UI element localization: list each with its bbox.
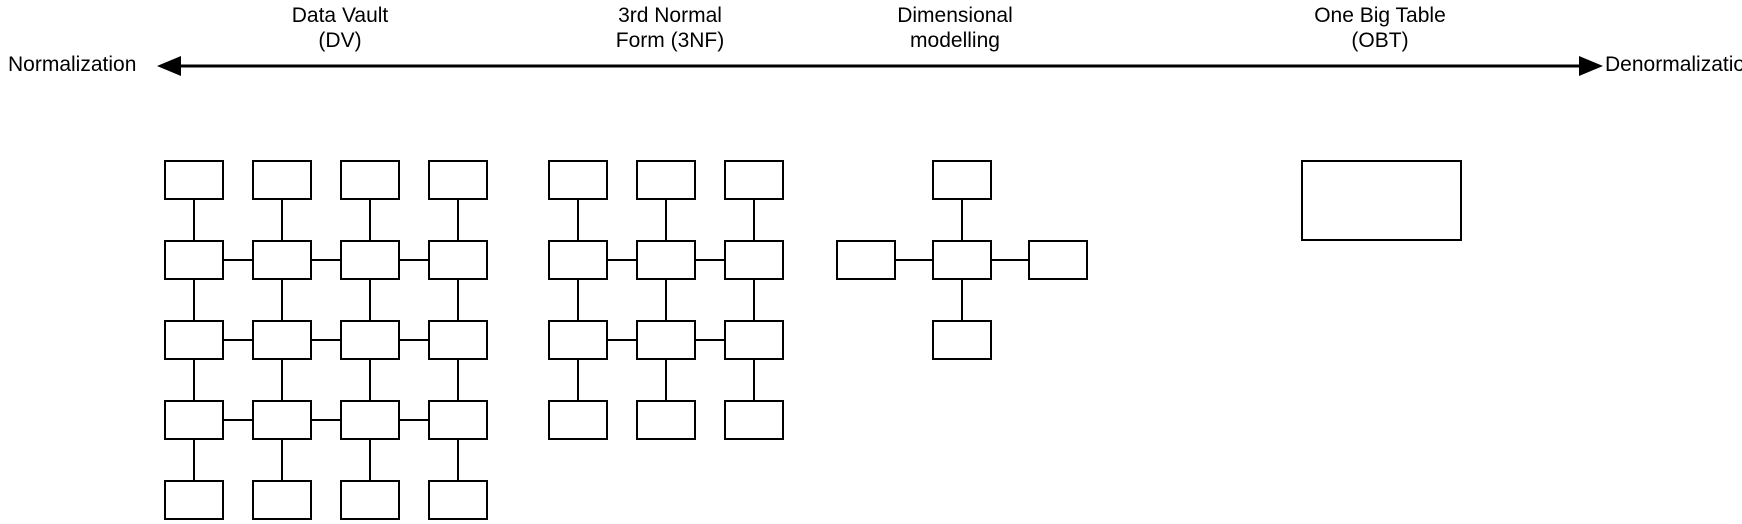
table-node[interactable]: [252, 480, 312, 520]
table-node[interactable]: [636, 160, 696, 200]
connector-vertical: [193, 280, 195, 320]
dimension-table-node[interactable]: [1028, 240, 1088, 280]
connector-horizontal: [400, 419, 428, 421]
stage-figure-third-normal-form: [548, 144, 800, 440]
stage-caption-line-1: Data Vault: [291, 4, 389, 27]
connector-horizontal: [224, 339, 252, 341]
table-node[interactable]: [636, 240, 696, 280]
connector-horizontal: [400, 339, 428, 341]
table-node[interactable]: [428, 240, 488, 280]
table-node[interactable]: [724, 240, 784, 280]
table-node[interactable]: [252, 320, 312, 360]
table-node[interactable]: [548, 400, 608, 440]
table-node[interactable]: [340, 320, 400, 360]
stage-caption-one-big-table: One Big Table (OBT): [1230, 3, 1530, 53]
connector-vertical: [665, 280, 667, 320]
connector-vertical: [457, 280, 459, 320]
dimension-table-node[interactable]: [836, 240, 896, 280]
connector-vertical: [753, 280, 755, 320]
table-node[interactable]: [548, 160, 608, 200]
table-node[interactable]: [252, 400, 312, 440]
table-node[interactable]: [636, 320, 696, 360]
stage-caption-line-1: One Big Table: [1314, 4, 1446, 27]
spectrum-double-arrow-icon: [155, 48, 1605, 84]
connector-horizontal: [224, 419, 252, 421]
table-node[interactable]: [636, 400, 696, 440]
stage-caption-line-2: (OBT): [1351, 29, 1409, 52]
connector-horizontal: [896, 259, 932, 261]
connector-vertical: [281, 200, 283, 240]
table-node[interactable]: [724, 320, 784, 360]
table-node[interactable]: [340, 400, 400, 440]
connector-vertical: [577, 200, 579, 240]
stage-figure-one-big-table: [1301, 144, 1471, 244]
dimension-table-node[interactable]: [932, 160, 992, 200]
stage-caption-line-1: Dimensional: [897, 4, 1013, 27]
connector-vertical: [369, 200, 371, 240]
connector-vertical: [281, 360, 283, 400]
table-node[interactable]: [252, 160, 312, 200]
connector-horizontal: [696, 259, 724, 261]
connector-horizontal: [312, 259, 340, 261]
connector-vertical: [281, 440, 283, 480]
connector-horizontal: [992, 259, 1028, 261]
table-node[interactable]: [428, 160, 488, 200]
table-node[interactable]: [252, 240, 312, 280]
axis-label-denormalization: Denormalization: [1605, 53, 1742, 76]
connector-vertical: [457, 440, 459, 480]
table-node[interactable]: [164, 320, 224, 360]
stage-caption-third-normal-form: 3rd Normal Form (3NF): [520, 3, 820, 53]
connector-vertical: [457, 360, 459, 400]
connector-vertical: [577, 280, 579, 320]
connector-vertical: [193, 440, 195, 480]
table-node[interactable]: [164, 400, 224, 440]
table-node[interactable]: [164, 160, 224, 200]
connector-vertical: [281, 280, 283, 320]
table-node[interactable]: [340, 240, 400, 280]
connector-vertical: [753, 200, 755, 240]
table-node[interactable]: [340, 480, 400, 520]
connector-horizontal: [696, 339, 724, 341]
stage-caption-dimensional-modelling: Dimensional modelling: [805, 3, 1105, 53]
connector-horizontal: [608, 339, 636, 341]
connector-horizontal: [312, 419, 340, 421]
connector-horizontal: [608, 259, 636, 261]
connector-vertical: [193, 200, 195, 240]
table-node[interactable]: [548, 320, 608, 360]
stage-caption-line-2: Form (3NF): [615, 29, 725, 52]
connector-vertical: [961, 280, 963, 320]
table-node[interactable]: [164, 480, 224, 520]
table-node[interactable]: [340, 160, 400, 200]
table-node[interactable]: [428, 320, 488, 360]
stage-figure-data-vault: [164, 144, 504, 524]
connector-vertical: [665, 360, 667, 400]
one-big-table-node[interactable]: [1301, 160, 1462, 241]
table-node[interactable]: [724, 400, 784, 440]
stage-caption-line-1: 3rd Normal: [618, 4, 722, 27]
stage-figure-dimensional-modelling: [836, 144, 1088, 360]
stage-caption-data-vault: Data Vault (DV): [190, 3, 490, 53]
table-node[interactable]: [548, 240, 608, 280]
connector-vertical: [369, 440, 371, 480]
table-node[interactable]: [724, 160, 784, 200]
table-node[interactable]: [164, 240, 224, 280]
stage-caption-line-2: (DV): [318, 29, 362, 52]
dimension-table-node[interactable]: [932, 320, 992, 360]
table-node[interactable]: [428, 480, 488, 520]
fact-table-node[interactable]: [932, 240, 992, 280]
connector-vertical: [961, 200, 963, 240]
connector-horizontal: [224, 259, 252, 261]
stage-caption-line-2: modelling: [910, 29, 1000, 52]
connector-vertical: [753, 360, 755, 400]
connector-vertical: [193, 360, 195, 400]
connector-horizontal: [400, 259, 428, 261]
connector-vertical: [577, 360, 579, 400]
connector-vertical: [665, 200, 667, 240]
axis-label-normalization: Normalization: [8, 53, 137, 76]
connector-horizontal: [312, 339, 340, 341]
connector-vertical: [457, 200, 459, 240]
connector-vertical: [369, 280, 371, 320]
connector-vertical: [369, 360, 371, 400]
table-node[interactable]: [428, 400, 488, 440]
